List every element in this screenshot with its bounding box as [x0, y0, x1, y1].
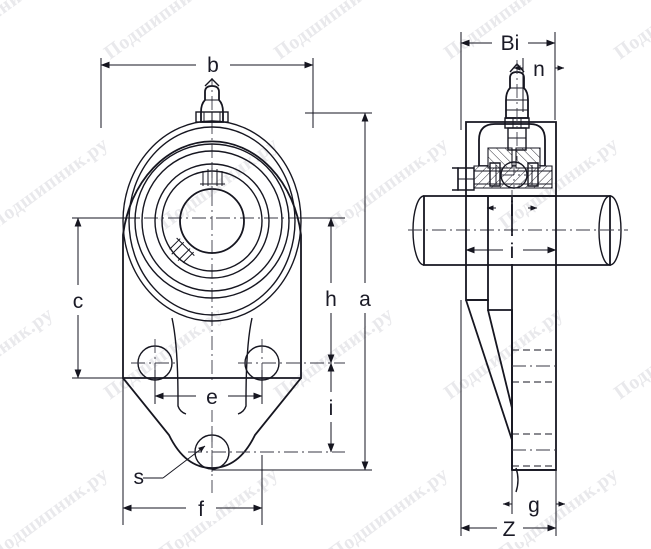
front-view: b a h i c [66, 50, 378, 525]
bolt-hole-lower [188, 428, 345, 476]
dimension-Bi: Bi [460, 28, 556, 130]
leg-hidden-lines [512, 349, 556, 467]
dimension-label-c: c [73, 290, 84, 313]
dimension-e: e [154, 370, 263, 410]
dimension-n: n [513, 58, 565, 112]
bearing-outer-circle [134, 143, 290, 299]
dimension-b: b [100, 50, 314, 128]
dimension-label-e: e [206, 386, 218, 409]
dimension-h: h [300, 217, 345, 364]
dimension-c: c [66, 217, 140, 379]
dimension-label-b: b [207, 54, 219, 77]
bearing-outer-race [141, 150, 283, 292]
flange-v-bottom [122, 377, 302, 469]
dimension-label-i-side-lower: i [510, 240, 515, 263]
leg-rib-edge [465, 299, 513, 441]
dimension-a: a [212, 112, 378, 471]
dimension-Z: Z [460, 300, 557, 542]
bearing-seat-casting [478, 123, 546, 167]
set-screw-marks [169, 164, 225, 264]
dimension-label-Z: Z [503, 518, 516, 541]
housing-outer-ring-2 [128, 126, 296, 316]
dimension-label-f: f [198, 498, 204, 521]
leg-taper-edge [487, 309, 513, 409]
rib-left [171, 317, 187, 415]
dimension-f: f [122, 378, 263, 525]
dimension-i-side-upper: i [486, 198, 538, 221]
grease-nipple-side [504, 60, 530, 160]
dimension-label-Bi: Bi [501, 32, 520, 55]
dimension-s: s [134, 445, 206, 489]
dimension-label-i-front: i [329, 397, 334, 420]
dimension-i-front: i [320, 362, 342, 453]
dimension-label-n: n [533, 58, 545, 81]
rib-right [237, 317, 253, 415]
break-curve [515, 467, 519, 493]
dimension-label-h: h [325, 288, 337, 311]
dimension-label-a: a [359, 288, 371, 311]
dimension-i-side-lower: i [465, 236, 557, 264]
dimension-label-g: g [528, 494, 540, 517]
dimension-label-s: s [134, 466, 145, 489]
side-section-view: Bi n i i g [408, 28, 628, 542]
dimension-label-i-side-upper: i [510, 198, 515, 221]
bearing-insert-section [452, 147, 553, 191]
grease-nipple-front [195, 78, 229, 123]
